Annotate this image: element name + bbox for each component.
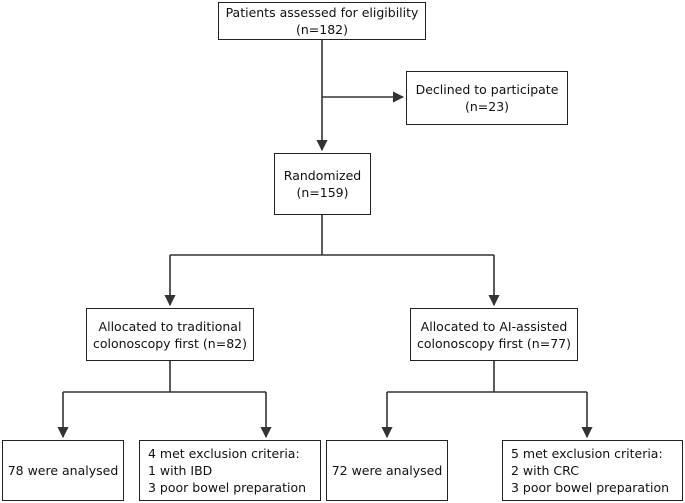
traditional-excluded-line1: 4 met exclusion criteria: — [148, 446, 300, 461]
randomized-label: Randomized — [283, 168, 362, 183]
traditional-excluded-line3: 3 poor bowel preparation — [148, 480, 307, 495]
declined-label: Declined to participate — [415, 82, 559, 97]
ai-analysed-label: 72 were analysed — [331, 463, 443, 478]
ai-allocation-line2: colonoscopy first (n=77) — [416, 335, 571, 351]
ai-analysed-box: 72 were analysed — [326, 440, 448, 501]
traditional-allocation-box: Allocated to traditional colonoscopy fir… — [86, 308, 254, 361]
ai-allocation-line1: Allocated to AI-assisted — [420, 318, 568, 334]
assessed-box: Patients assessed for eligibility (n=182… — [218, 2, 426, 40]
declined-box: Declined to participate (n=23) — [406, 71, 568, 125]
ai-excluded-line1: 5 met exclusion criteria: — [511, 446, 663, 461]
traditional-analysed-label: 78 were analysed — [7, 463, 119, 478]
traditional-excluded-line2: 1 with IBD — [148, 463, 213, 478]
traditional-analysed-box: 78 were analysed — [2, 440, 124, 501]
traditional-excluded-box: 4 met exclusion criteria: 1 with IBD 3 p… — [139, 440, 321, 501]
ai-allocation-box: Allocated to AI-assisted colonoscopy fir… — [410, 308, 578, 361]
traditional-allocation-line2: colonoscopy first (n=82) — [92, 335, 247, 351]
ai-excluded-box: 5 met exclusion criteria: 2 with CRC 3 p… — [502, 440, 683, 501]
ai-excluded-line2: 2 with CRC — [511, 463, 579, 478]
randomized-count: (n=159) — [296, 185, 349, 200]
assessed-count: (n=182) — [295, 22, 348, 37]
assessed-label: Patients assessed for eligibility — [225, 5, 419, 20]
ai-excluded-line3: 3 poor bowel preparation — [511, 480, 670, 495]
traditional-allocation-line1: Allocated to traditional — [98, 318, 242, 334]
declined-count: (n=23) — [464, 99, 510, 114]
randomized-box: Randomized (n=159) — [274, 153, 371, 215]
